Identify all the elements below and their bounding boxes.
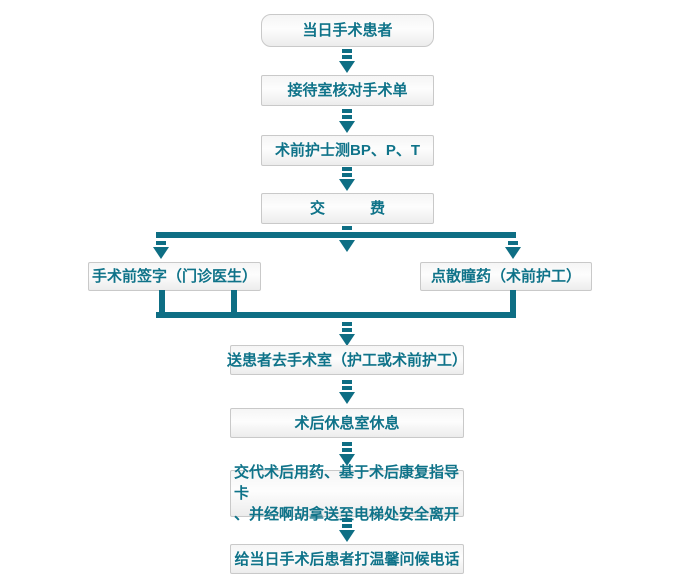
node-payment-label: 交 费 <box>309 200 385 217</box>
node-rest-label: 术后休息室休息 <box>294 414 400 432</box>
arrow-dash <box>342 115 352 119</box>
node-presign-label: 手术前签字（门诊医生） <box>91 268 257 285</box>
arrowhead-down-icon <box>339 392 355 404</box>
arrow-dash <box>342 386 352 390</box>
node-start: 当日手术患者 <box>261 14 434 47</box>
down-arrow <box>338 322 356 346</box>
arrow-dash <box>342 55 352 59</box>
arrow-dash <box>508 241 518 245</box>
arrowhead-down-icon <box>339 240 355 252</box>
arrow-dash <box>342 173 352 177</box>
arrow-dash <box>342 442 352 446</box>
arrow-dash <box>342 518 352 522</box>
down-arrow <box>338 442 356 466</box>
node-transfer: 送患者去手术室（护工或术前护工） <box>227 345 468 375</box>
arrow-dash <box>342 448 352 452</box>
node-vitals: 术前护士测BP、P、T <box>261 135 434 166</box>
node-instructions: 交代术后用药、基于术后康复指导卡、并经啊胡拿送至电梯处安全离开 <box>230 464 464 523</box>
arrowhead-down-icon <box>505 247 521 259</box>
split-line <box>156 232 516 238</box>
down-arrow <box>338 109 356 133</box>
node-instructions-line1: 交代术后用药、基于术后康复指导卡 <box>234 464 460 502</box>
arrow-dash <box>342 322 352 326</box>
arrow-dash <box>342 328 352 332</box>
merge-connector-line <box>231 290 237 312</box>
arrowhead-down-icon <box>339 530 355 542</box>
down-arrow <box>338 380 356 404</box>
arrowhead-down-icon <box>339 454 355 466</box>
arrow-dash <box>156 241 166 245</box>
node-rest: 术后休息室休息 <box>230 408 464 438</box>
arrowhead-down-icon <box>153 247 169 259</box>
node-phone: 给当日手术后患者打温馨问候电话 <box>230 544 464 574</box>
arrow-dash <box>342 49 352 53</box>
node-start-label: 当日手术患者 <box>302 22 393 39</box>
arrowhead-down-icon <box>339 179 355 191</box>
merge-connector-line <box>159 290 165 312</box>
arrowhead-down-icon <box>339 121 355 133</box>
node-reception: 接待室核对手术单 <box>261 75 434 106</box>
arrow-dash <box>342 226 352 230</box>
merge-line <box>156 312 516 318</box>
arrow-dash <box>342 167 352 171</box>
node-presign: 手术前签字（门诊医生） <box>88 262 261 291</box>
node-payment: 交 费 <box>261 193 434 224</box>
down-arrow <box>338 167 356 191</box>
node-instructions-line2: 、并经啊胡拿送至电梯处安全离开 <box>234 506 460 523</box>
down-arrow <box>338 49 356 73</box>
merge-connector-line <box>510 290 516 312</box>
arrow-dash <box>342 380 352 384</box>
arrowhead-down-icon <box>339 334 355 346</box>
node-drops-label: 点散瞳药（术前护工） <box>430 268 581 285</box>
down-arrow <box>338 518 356 542</box>
node-instructions-label: 交代术后用药、基于术后康复指导卡、并经啊胡拿送至电梯处安全离开 <box>231 462 463 525</box>
node-transfer-label: 送患者去手术室（护工或术前护工） <box>227 351 468 369</box>
arrowhead-down-icon <box>339 61 355 73</box>
node-phone-label: 给当日手术后患者打温馨问候电话 <box>234 550 460 568</box>
node-vitals-label: 术前护士测BP、P、T <box>274 142 420 159</box>
node-reception-label: 接待室核对手术单 <box>287 82 408 99</box>
node-drops: 点散瞳药（术前护工） <box>420 262 592 291</box>
arrow-dash <box>342 109 352 113</box>
arrow-dash <box>342 524 352 528</box>
